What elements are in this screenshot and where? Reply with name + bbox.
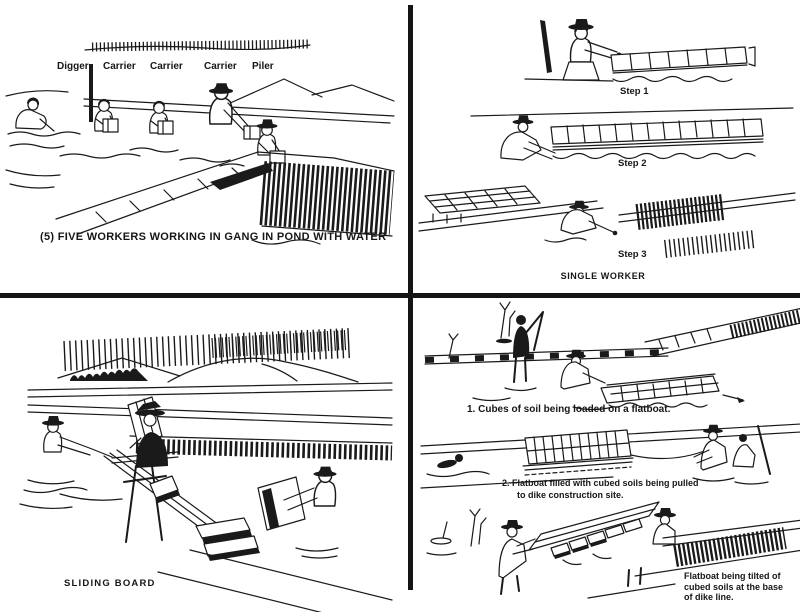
digger-figure bbox=[15, 97, 55, 132]
worker-label-piler: Piler bbox=[252, 61, 274, 72]
dike-line bbox=[587, 519, 800, 599]
flatboat-loaded bbox=[600, 373, 745, 408]
worker-label-carrier-2: Carrier bbox=[150, 61, 183, 72]
caption-loading: 1. Cubes of soil being loaded on a flatb… bbox=[467, 404, 671, 415]
seated-figure bbox=[560, 349, 606, 390]
step-2-scene bbox=[470, 107, 794, 161]
caption-tilting-line-2: cubed soils at the base bbox=[684, 581, 784, 592]
step-3-scene bbox=[418, 185, 796, 258]
piler-figure bbox=[256, 119, 286, 164]
caption-sliding-board: SLIDING BOARD bbox=[64, 578, 156, 589]
background-scenery bbox=[5, 39, 395, 124]
tilting-scene bbox=[426, 501, 800, 599]
left-worker bbox=[27, 416, 113, 485]
worker-label-digger: Digger bbox=[57, 61, 89, 72]
horizontal-divider bbox=[0, 293, 800, 298]
right-worker bbox=[257, 466, 339, 559]
swimmer-figure bbox=[426, 454, 490, 478]
flatboat-illustration bbox=[420, 301, 800, 599]
pole bbox=[89, 64, 93, 122]
step-2-label: Step 2 bbox=[618, 158, 647, 169]
step-1-label: Step 1 bbox=[620, 86, 649, 97]
single-worker-illustration bbox=[418, 18, 796, 258]
soil-blocks bbox=[195, 517, 260, 561]
pulling-figures bbox=[692, 424, 771, 485]
caption-tilting-line-1: Flatboat being tilted of bbox=[684, 571, 781, 581]
carrier-figure-1 bbox=[93, 98, 119, 133]
caption-tilting-line-3: of dike line. bbox=[684, 592, 734, 602]
quadrant-single-worker: Step 1 Step 2 Step 3 SINGLE WORKER bbox=[413, 0, 800, 293]
caption-tilting: Flatboat being tilted of cubed soils at … bbox=[684, 571, 783, 603]
tilting-worker-right bbox=[652, 508, 676, 545]
caption-pulling-line-2: to dike construction site. bbox=[517, 490, 624, 500]
caption-pulling-line-1: 2. Flatboat filled with cubed soils bein… bbox=[502, 478, 699, 488]
flatboat-pulled bbox=[522, 429, 708, 476]
water-ripples bbox=[5, 131, 245, 189]
carrier-figure-2 bbox=[148, 100, 174, 135]
carrier-figure-3 bbox=[208, 83, 261, 140]
caption-single-worker: SINGLE WORKER bbox=[560, 271, 646, 281]
step-3-label: Step 3 bbox=[618, 249, 647, 260]
pulling-scene bbox=[420, 423, 800, 489]
loading-scene bbox=[424, 301, 800, 411]
worker-label-carrier-3: Carrier bbox=[204, 61, 237, 72]
five-workers-illustration bbox=[5, 39, 395, 245]
caption-five-workers: (5) FIVE WORKERS WORKING IN GANG IN POND… bbox=[40, 231, 387, 243]
quadrant-five-workers: Digger Carrier Carrier Carrier Piler (5)… bbox=[0, 0, 408, 293]
tilting-worker-left bbox=[498, 520, 536, 595]
quadrant-sliding-board: SLIDING BOARD bbox=[0, 298, 408, 612]
bank-lines bbox=[19, 486, 393, 612]
background-scenery bbox=[27, 328, 393, 461]
middle-worker bbox=[127, 396, 168, 468]
flatboat-tilted bbox=[528, 501, 660, 566]
sliding-board-illustration bbox=[19, 328, 393, 612]
step-1-scene bbox=[524, 18, 756, 83]
quadrant-flatboat: 1. Cubes of soil being loaded on a flatb… bbox=[413, 298, 800, 612]
standing-figure bbox=[504, 311, 544, 392]
dike-wall bbox=[55, 151, 395, 245]
worker-label-carrier-1: Carrier bbox=[103, 61, 136, 72]
